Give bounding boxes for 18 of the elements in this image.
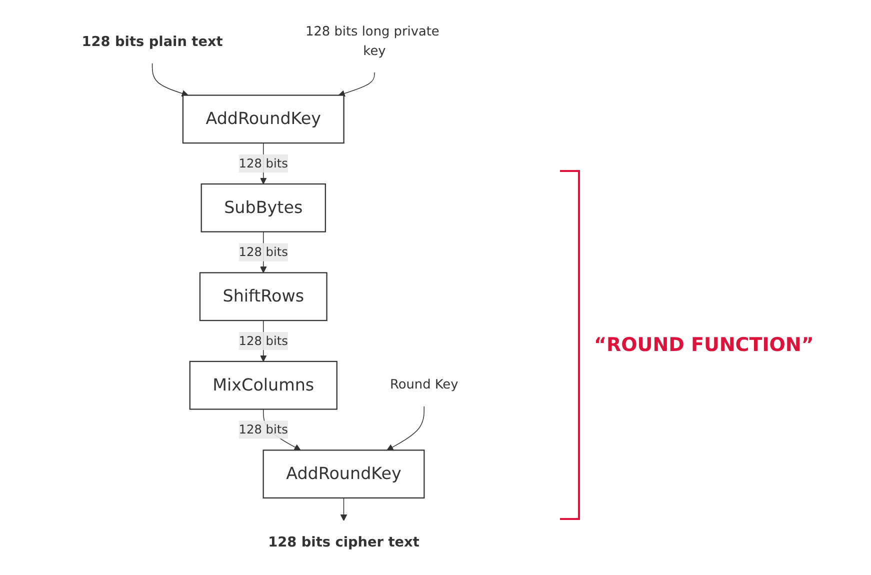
- node-text: 128 bits long private key: [306, 24, 440, 58]
- node-text: Round Key: [390, 377, 458, 392]
- arrow: [338, 72, 375, 97]
- bracket-label: “ROUND FUNCTION”: [594, 334, 814, 356]
- arrow: [340, 498, 348, 521]
- arrow: [152, 63, 188, 97]
- node-text: 128 bits plain text: [82, 34, 223, 50]
- node-box: ShiftRows: [199, 272, 328, 322]
- node-box: SubBytes: [200, 183, 326, 232]
- edge-label: 128 bits: [238, 422, 288, 437]
- node-box: AddRoundKey: [182, 94, 344, 144]
- edge-label: 128 bits: [238, 244, 288, 260]
- node-box: AddRoundKey: [262, 450, 425, 499]
- node-box: MixColumns: [189, 360, 338, 410]
- edge-label: 128 bits: [238, 333, 288, 348]
- node-text: 128 bits cipher text: [268, 534, 420, 550]
- arrow: [386, 406, 424, 450]
- edge-label: 128 bits: [238, 156, 288, 170]
